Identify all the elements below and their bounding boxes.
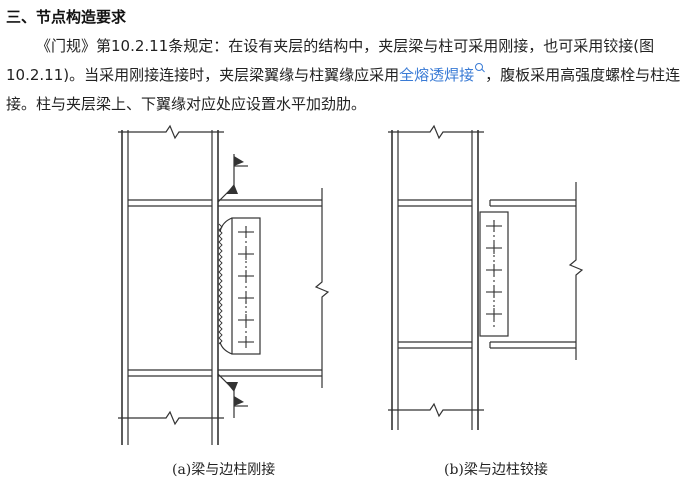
connection-figure: (a)梁与边柱刚接 (b)梁与边柱铰接 (0, 120, 689, 498)
rigid-connection-drawing (118, 124, 330, 445)
full-penetration-weld-link[interactable]: 全熔透焊接 (399, 66, 475, 84)
connection-drawings (118, 124, 584, 445)
paragraph-text-part1: 《门规》第10.2.11条规定：在设有夹层的结构中，夹层梁与柱可采用刚接，也可采… (6, 37, 655, 84)
caption-rigid: (a)梁与边柱刚接 (172, 462, 276, 478)
caption-pinned: (b)梁与边柱铰接 (444, 462, 548, 478)
pinned-bolts (486, 220, 502, 328)
pinned-connection-drawing (388, 124, 584, 430)
body-paragraph: 《门规》第10.2.11条规定：在设有夹层的结构中，夹层梁与柱可采用刚接，也可采… (6, 32, 684, 119)
search-icon[interactable] (475, 63, 484, 71)
rigid-bolts (238, 226, 254, 348)
paragraph-text-part2: ，腹板采用高强度螺栓与柱连接。柱与夹层梁上、下翼缘对应处应设置水平加劲肋。 (6, 66, 681, 113)
section-heading: 三、节点构造要求 (6, 8, 127, 26)
